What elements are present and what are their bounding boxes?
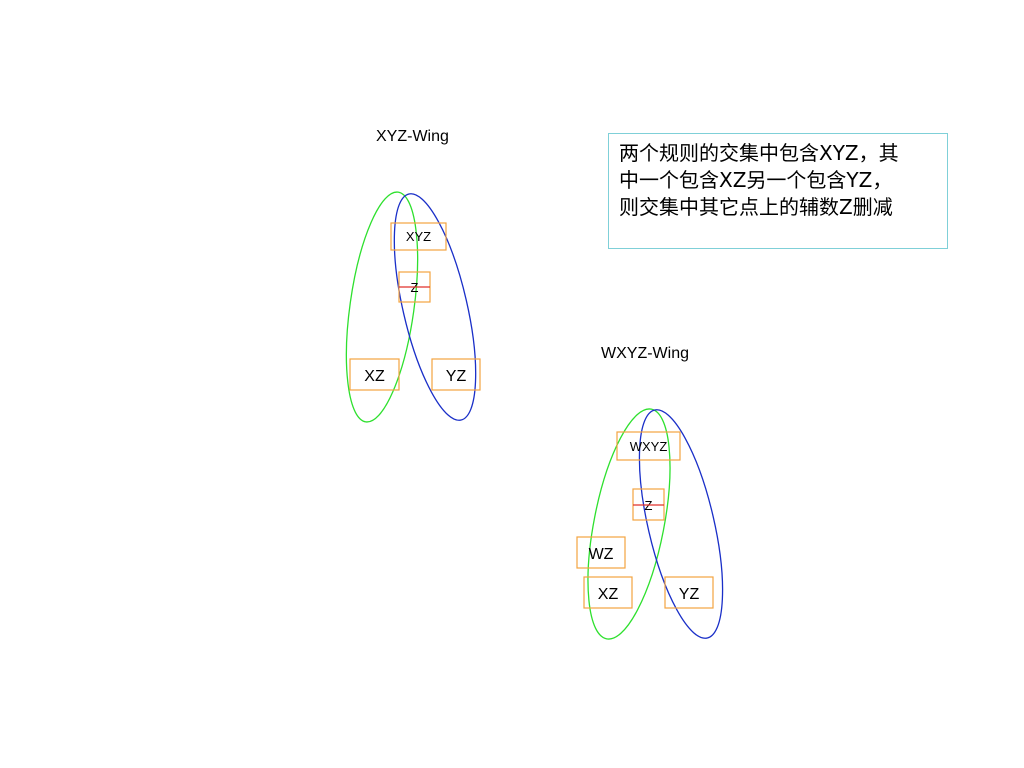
xyz-wing-diagram: XYZ-Wing XYZ Z XZ YZ xyxy=(345,128,481,423)
wxyz-wing-xz-label: XZ xyxy=(598,586,619,603)
wxyz-eliminated-cell: Z xyxy=(632,488,665,521)
wxyz-wing-cell-wz: WZ xyxy=(576,536,626,569)
xyz-green-ellipse xyxy=(345,191,419,423)
wxyz-green-ellipse xyxy=(587,408,671,640)
wxyz-blue-ellipse xyxy=(638,409,724,639)
xyz-blue-ellipse xyxy=(393,193,477,421)
xyz-wing-title: XYZ-Wing xyxy=(376,128,449,145)
wxyz-pivot-cell: WXYZ xyxy=(616,431,681,461)
note-line-3: 则交集中其它点上的辅数Z删减 xyxy=(619,195,893,219)
wxyz-wing-diagram: WXYZ-Wing WXYZ Z WZ XZ YZ xyxy=(576,345,724,640)
xyz-pivot-cell: XYZ xyxy=(390,222,447,251)
xyz-wing-cell-yz: YZ xyxy=(431,358,481,391)
wxyz-wing-yz-label: YZ xyxy=(679,586,700,603)
wxyz-wing-cell-yz: YZ xyxy=(664,576,714,609)
wxyz-wing-title: WXYZ-Wing xyxy=(601,345,689,362)
xyz-eliminated-cell: Z xyxy=(398,271,431,303)
xyz-wing-yz-label: YZ xyxy=(446,368,467,385)
note-line-1: 两个规则的交集中包含XYZ，其 xyxy=(619,141,899,165)
rule-explanation-note: 两个规则的交集中包含XYZ，其 中一个包含XZ另一个包含YZ， 则交集中其它点上… xyxy=(608,133,948,249)
xyz-pivot-label: XYZ xyxy=(406,229,431,244)
xyz-wing-cell-xz: XZ xyxy=(349,358,400,391)
wxyz-pivot-label: WXYZ xyxy=(630,439,668,454)
note-line-2: 中一个包含XZ另一个包含YZ， xyxy=(619,168,893,192)
wxyz-wing-cell-xz: XZ xyxy=(583,576,633,609)
wxyz-wing-wz-label: WZ xyxy=(589,546,614,563)
xyz-wing-xz-label: XZ xyxy=(364,368,385,385)
